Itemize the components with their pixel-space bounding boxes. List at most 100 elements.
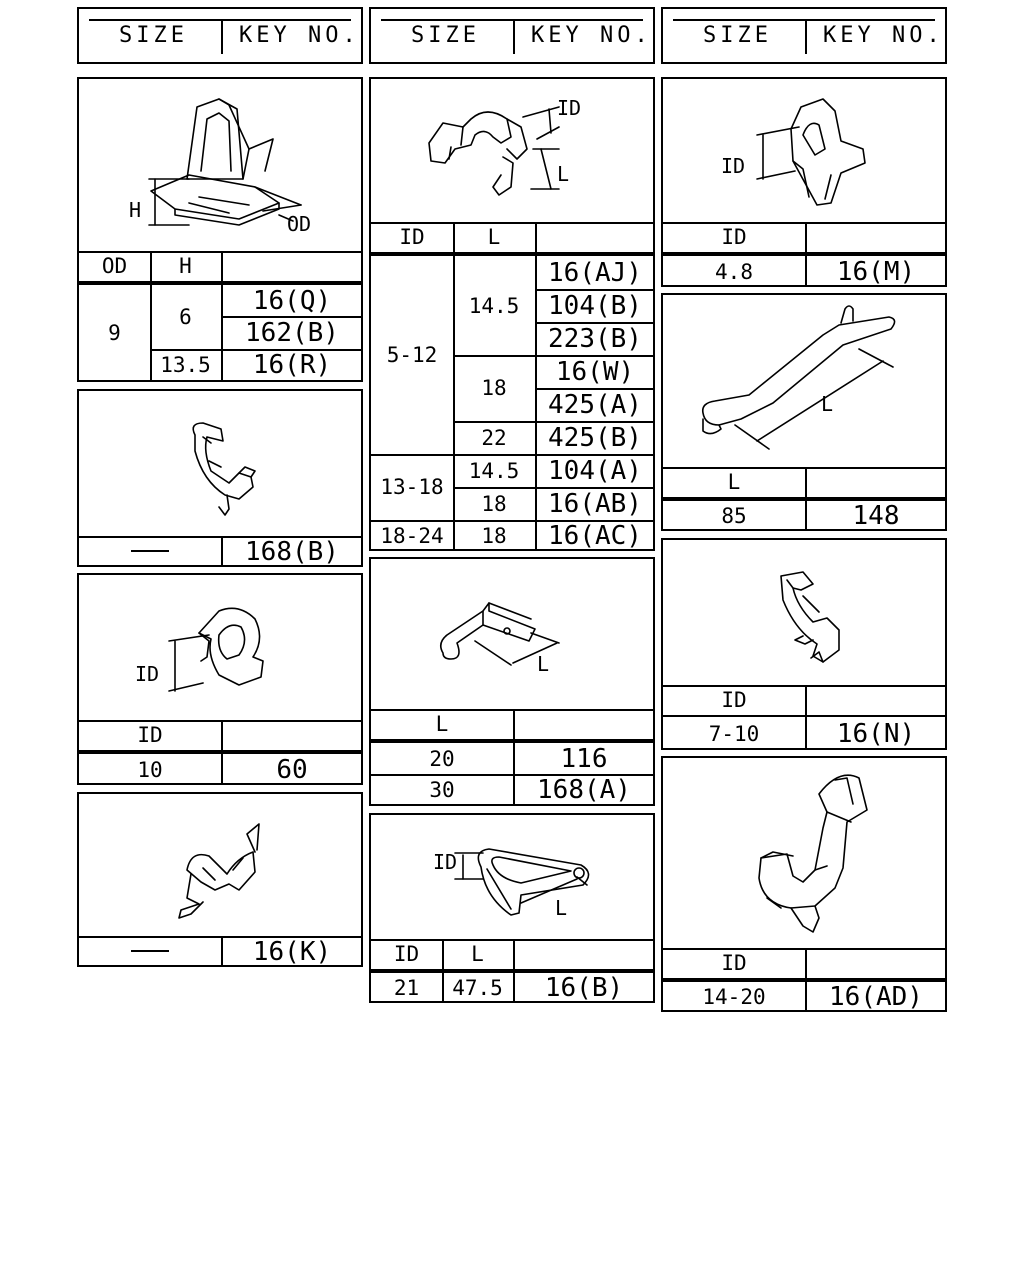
key-no-value: 16(N) — [836, 718, 916, 749]
id-value: 10 — [137, 757, 163, 782]
key-no-value: 60 — [276, 754, 308, 785]
key-no-value: 425(A) — [548, 389, 642, 420]
size-header: SIZE — [119, 23, 188, 48]
part-panel-6: L L 20 116 30 168(A) — [369, 557, 655, 806]
id-value: 13-18 — [380, 475, 444, 499]
clip-id-drawing: ID — [135, 607, 264, 692]
col-l-header: L — [727, 470, 741, 494]
key-no-value: 168(A) — [537, 775, 631, 805]
key-no-header: KEY NO. — [239, 23, 360, 48]
size-value: — — [79, 536, 221, 567]
part-panel-5: ID L ID L 5-12 13-18 18-24 14.5 18 22 14… — [369, 77, 655, 551]
header-col-1: SIZE KEY NO. — [77, 7, 363, 64]
clip-drawing — [780, 571, 840, 663]
l-value: 22 — [481, 425, 507, 450]
bracket-clip-drawing — [178, 823, 260, 919]
h-value: 6 — [179, 305, 192, 329]
h-dim-label: H — [129, 198, 141, 222]
id-value: 5-12 — [386, 343, 438, 367]
size-header: SIZE — [411, 23, 480, 48]
key-no-header: KEY NO. — [823, 23, 944, 48]
key-no-value: 162(B) — [245, 317, 339, 348]
l-dim-label: L — [555, 896, 567, 920]
key-no-value: 104(A) — [548, 455, 642, 486]
key-no-value: 16(B) — [544, 973, 624, 1003]
clip-id-drawing: ID — [721, 98, 866, 206]
id-dim-label: ID — [721, 154, 745, 178]
strap-drawing: L — [701, 305, 896, 450]
id-value: 18-24 — [380, 523, 444, 548]
part-panel-2: — 168(B) — [77, 389, 363, 567]
key-no-value: 16(AB) — [548, 488, 642, 519]
id-dim-label: ID — [557, 96, 581, 120]
header-col-2: SIZE KEY NO. — [369, 7, 655, 64]
part-panel-8: ID ID 4.8 16(M) — [661, 77, 947, 287]
l-value: 47.5 — [452, 976, 503, 1000]
part-panel-10: ID 7-10 16(N) — [661, 538, 947, 750]
clip-drawing — [192, 422, 256, 516]
size-header: SIZE — [703, 23, 772, 48]
l-value: 30 — [429, 778, 455, 802]
part-panel-4: — 16(K) — [77, 792, 363, 967]
key-no-value: 16(M) — [836, 256, 916, 287]
clip-od-h-drawing: H OD — [129, 98, 311, 236]
id-value: 14-20 — [702, 985, 766, 1009]
col-id-header: ID — [393, 942, 420, 966]
key-no-value: 425(B) — [548, 422, 642, 453]
col-id-header: ID — [399, 225, 425, 249]
dash: — — [131, 950, 169, 953]
col-od-header: OD — [101, 254, 128, 278]
key-no-value: 16(AC) — [548, 520, 642, 551]
col-id-header: ID — [137, 723, 163, 747]
key-no-value: 16(R) — [252, 349, 332, 380]
col-h-header: H — [179, 254, 192, 278]
key-no-value: 16(K) — [252, 936, 332, 967]
key-no-value: 16(W) — [555, 356, 635, 387]
key-no-value: 168(B) — [245, 536, 339, 567]
od-value: 9 — [108, 320, 121, 345]
l-dim-label: L — [537, 652, 549, 676]
dash: — — [131, 550, 169, 553]
h-value: 13.5 — [160, 352, 211, 377]
header-col-3: SIZE KEY NO. — [661, 7, 947, 64]
l-value: 20 — [429, 746, 455, 771]
l-value: 18 — [481, 376, 507, 400]
col-l-header: L — [487, 225, 501, 249]
l-value: 14.5 — [468, 293, 520, 318]
l-dim-label: L — [821, 392, 833, 416]
col-id-header: ID — [721, 951, 747, 975]
l-value: 18 — [481, 523, 507, 548]
id-value: 4.8 — [715, 259, 753, 284]
key-no-value: 223(B) — [548, 323, 642, 354]
id-value: 7-10 — [708, 721, 760, 746]
l-value: 14.5 — [468, 458, 520, 483]
part-panel-7: ID L ID L 21 47.5 16(B) — [369, 813, 655, 1003]
col-l-header: L — [471, 942, 484, 966]
size-value: — — [79, 936, 221, 967]
l-value: 18 — [481, 491, 507, 516]
part-panel-9: L L 85 148 — [661, 293, 947, 531]
key-no-value: 104(B) — [548, 290, 642, 321]
part-panel-11: ID 14-20 16(AD) — [661, 756, 947, 1012]
col-id-header: ID — [721, 225, 747, 249]
part-panel-1: H OD OD H 9 6 13.5 16(Q) 162(B) 16(R) — [77, 77, 363, 382]
col-l-header: L — [435, 712, 449, 736]
id-dim-label: ID — [433, 850, 457, 874]
id-value: 21 — [393, 976, 420, 1000]
spring-clip-drawing: L — [439, 602, 560, 676]
od-dim-label: OD — [287, 212, 311, 236]
id-dim-label: ID — [135, 662, 159, 686]
p-clip-drawing: ID L — [433, 848, 590, 920]
key-no-header: KEY NO. — [531, 23, 652, 48]
large-clip-drawing — [758, 774, 868, 933]
part-panel-3: ID ID 10 60 — [77, 573, 363, 785]
key-no-value: 116 — [560, 743, 608, 774]
clip-id-l-drawing: ID L — [428, 96, 581, 196]
key-no-value: 148 — [852, 501, 900, 531]
key-no-value: 16(AJ) — [548, 257, 642, 288]
l-dim-label: L — [557, 162, 569, 186]
l-value: 85 — [721, 504, 747, 528]
key-no-value: 16(AD) — [829, 982, 923, 1012]
key-no-value: 16(Q) — [252, 285, 332, 316]
col-id-header: ID — [721, 688, 747, 712]
